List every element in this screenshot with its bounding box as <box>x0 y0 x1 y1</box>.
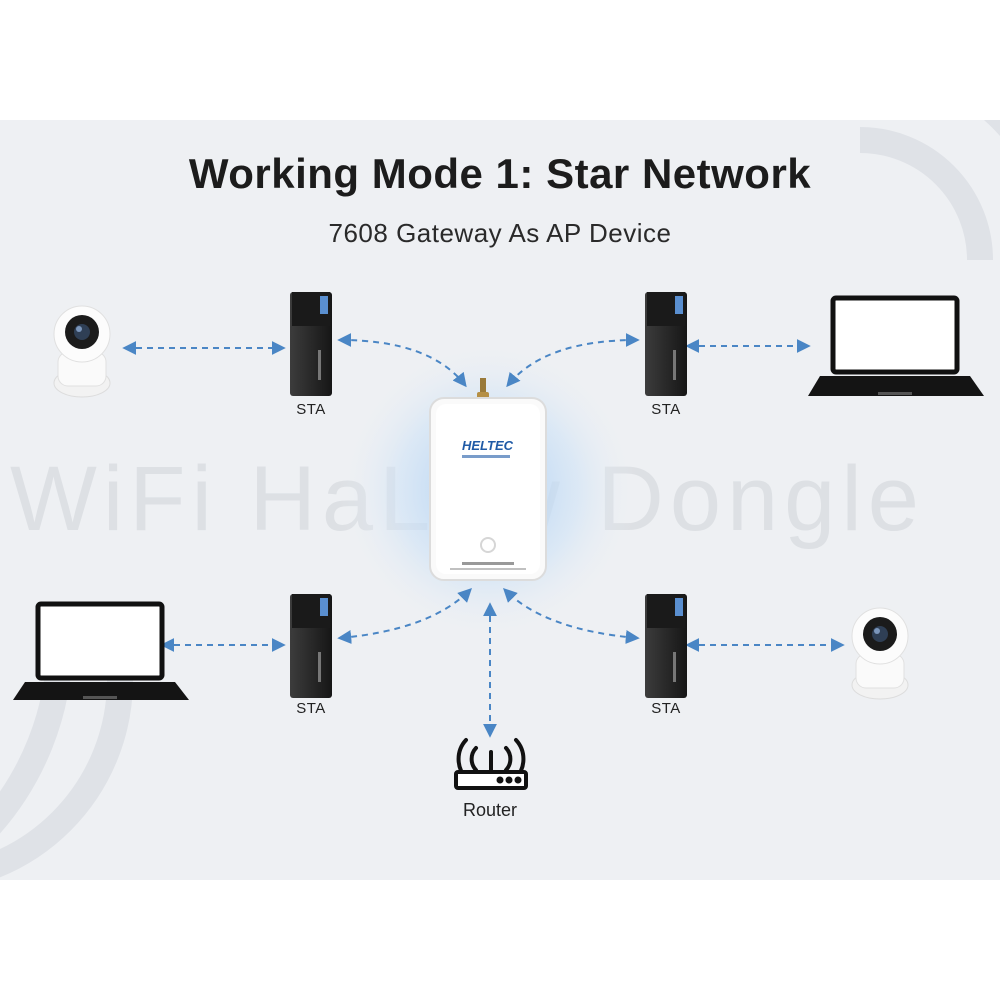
router-label: Router <box>462 800 518 820</box>
gateway-icon: HELTEC <box>429 378 547 581</box>
dongle-icon <box>645 292 687 396</box>
laptop-icon <box>13 601 189 700</box>
dongle-icon <box>290 292 332 396</box>
link-gateway-sta-top-right <box>506 333 640 388</box>
page-subtitle: 7608 Gateway As AP Device <box>328 218 672 248</box>
camera-icon <box>53 305 111 398</box>
dongle-icon <box>645 594 687 698</box>
wifi-watermark-icon <box>0 120 1000 878</box>
link-gateway-sta-bottom-left <box>337 588 472 644</box>
link-gateway-sta-top-left <box>337 333 467 388</box>
sta-label-bottom-left: STA <box>296 700 326 717</box>
sta-label-top-right: STA <box>651 401 681 418</box>
sta-label-bottom-right: STA <box>651 700 681 717</box>
laptop-icon <box>808 295 984 396</box>
page-title: Working Mode 1: Star Network <box>188 150 812 197</box>
link-gateway-sta-bottom-right <box>503 588 640 645</box>
sta-label-top-left: STA <box>296 401 326 418</box>
dongle-icon <box>290 594 332 698</box>
router-icon <box>454 738 528 790</box>
camera-icon <box>851 607 909 700</box>
gateway-brand: HELTEC <box>462 438 514 453</box>
